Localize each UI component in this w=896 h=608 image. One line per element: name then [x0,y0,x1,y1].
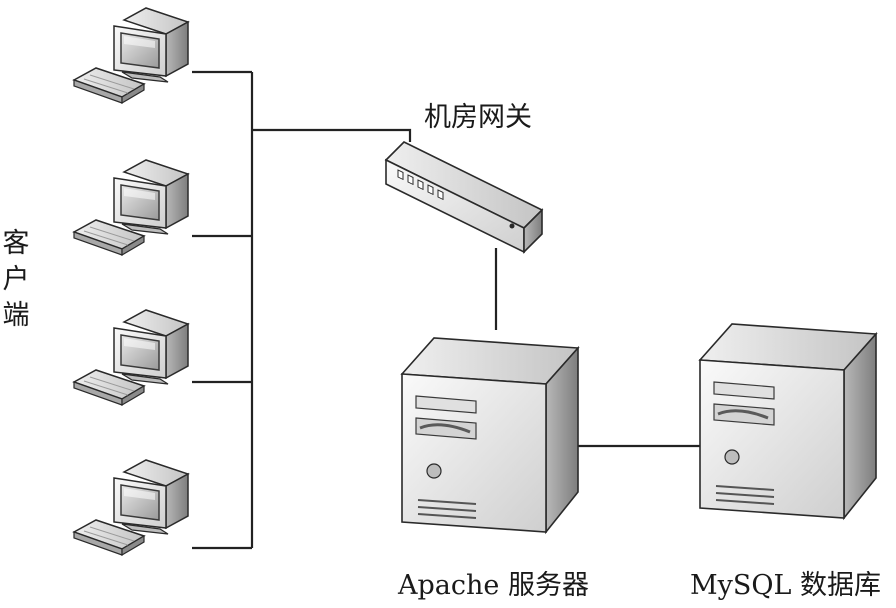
client-computer-icon [73,7,189,104]
bus-to-gateway-link [252,128,412,142]
connection-lines [192,70,704,550]
client-computer-icon [73,309,189,406]
apache-server-label: Apache 服务器 [398,570,589,601]
mysql-server-icon [698,322,878,520]
client-label-char: 户 [2,264,30,295]
mysql-database-label: MySQL 数据库 [690,570,882,601]
network-switch-icon [384,141,544,254]
client-label: 客 户 端 [0,226,32,334]
apache-server-icon [400,336,580,534]
gateway-label: 机房网关 [424,102,532,133]
client-label-char: 端 [2,300,30,331]
client-label-char: 客 [2,228,30,259]
client-computer-icon [73,459,189,556]
client-computer-icon [73,159,189,256]
